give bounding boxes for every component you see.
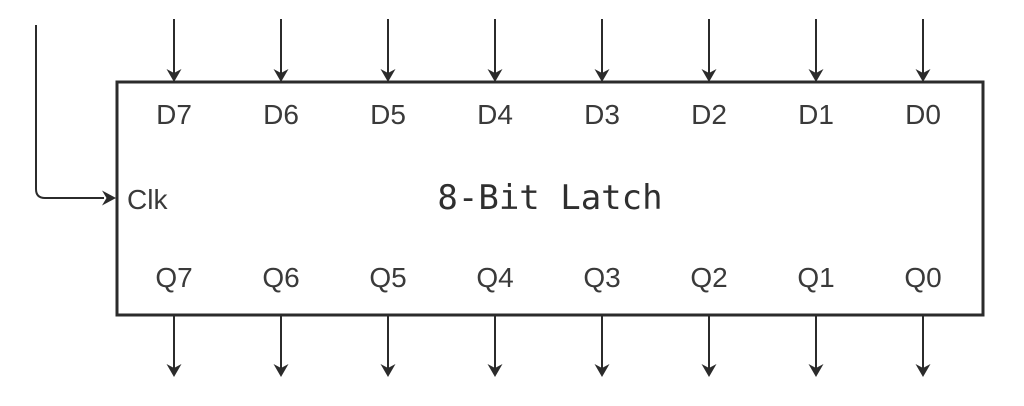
output-arrow-q0 bbox=[915, 315, 931, 377]
clk-arrowhead bbox=[102, 190, 116, 206]
input-label-d2: D2 bbox=[691, 99, 727, 130]
input-label-d1: D1 bbox=[798, 99, 834, 130]
output-arrow-q5 bbox=[380, 315, 396, 377]
input-arrow-d7 bbox=[166, 19, 182, 82]
output-label-q0: Q0 bbox=[904, 262, 942, 293]
output-label-q1: Q1 bbox=[797, 262, 835, 293]
output-arrow-q7 bbox=[166, 315, 182, 377]
output-arrow-q1 bbox=[808, 315, 824, 377]
input-arrow-d5 bbox=[380, 19, 396, 82]
input-arrow-d3 bbox=[594, 19, 610, 82]
input-arrow-d4 bbox=[487, 19, 503, 82]
input-label-d7: D7 bbox=[156, 99, 192, 130]
input-label-d6: D6 bbox=[263, 99, 299, 130]
output-label-q2: Q2 bbox=[690, 262, 728, 293]
clk-label: Clk bbox=[127, 184, 168, 215]
input-arrow-d6 bbox=[273, 19, 289, 82]
output-arrow-q2 bbox=[701, 315, 717, 377]
output-arrow-q4 bbox=[487, 315, 503, 377]
input-label-d4: D4 bbox=[477, 99, 513, 130]
input-arrows bbox=[166, 19, 931, 82]
latch-title: 8-Bit Latch bbox=[437, 178, 663, 218]
output-arrows bbox=[166, 315, 931, 377]
input-label-d0: D0 bbox=[905, 99, 941, 130]
output-label-q7: Q7 bbox=[155, 262, 193, 293]
input-label-d5: D5 bbox=[370, 99, 406, 130]
output-arrow-q3 bbox=[594, 315, 610, 377]
input-arrow-d2 bbox=[701, 19, 717, 82]
output-label-q5: Q5 bbox=[369, 262, 407, 293]
latch-box bbox=[115, 80, 985, 317]
input-label-d3: D3 bbox=[584, 99, 620, 130]
output-label-q3: Q3 bbox=[583, 262, 621, 293]
input-arrow-d1 bbox=[808, 19, 824, 82]
output-label-q4: Q4 bbox=[476, 262, 514, 293]
input-arrow-d0 bbox=[915, 19, 931, 82]
output-arrow-q6 bbox=[273, 315, 289, 377]
output-label-q6: Q6 bbox=[262, 262, 300, 293]
clk-wire bbox=[35, 25, 116, 206]
